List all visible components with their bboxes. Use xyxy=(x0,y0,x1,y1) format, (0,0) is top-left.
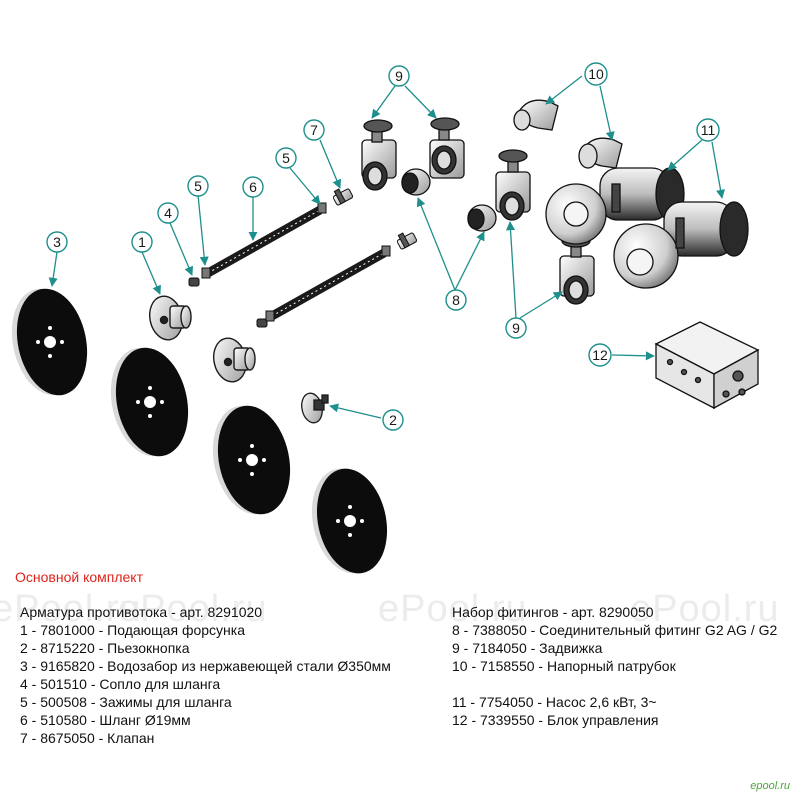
callout-11-label: 11 xyxy=(701,122,716,138)
watermark-4: ePool.ru xyxy=(630,588,780,630)
left-item-6: 6 - 510580 - Шланг Ø19мм xyxy=(20,712,191,728)
piezo-button xyxy=(301,392,329,424)
left-item-1: 1 - 7801000 - Подающая форсунка xyxy=(20,622,245,638)
pressure-elbow-1 xyxy=(513,99,559,131)
callout-12: 12 xyxy=(588,343,612,367)
nozzle-flange-2 xyxy=(212,337,256,383)
callout-9-top: 9 xyxy=(388,65,410,87)
callout-3-label: 3 xyxy=(53,234,61,250)
left-group-title: Арматура противотока - арт. 8291020 xyxy=(20,604,263,620)
callout-7: 7 xyxy=(303,119,325,141)
right-item-9: 9 - 7184050 - Задвижка xyxy=(452,640,603,656)
gate-valve-2 xyxy=(429,117,465,179)
callout-6-label: 6 xyxy=(249,179,257,195)
watermark-2: ePool.ru xyxy=(118,588,268,630)
section-heading: Основной комплект xyxy=(15,569,143,585)
callout-10-label: 10 xyxy=(588,66,604,82)
hose-upper xyxy=(201,202,327,279)
callout-4: 4 xyxy=(157,202,179,224)
watermark-3: ePool.ru xyxy=(378,588,528,630)
callout-3: 3 xyxy=(46,231,68,253)
suction-disc-2 xyxy=(110,347,189,457)
callout-1: 1 xyxy=(131,231,153,253)
fitting-1 xyxy=(401,168,431,196)
callout-9-top-label: 9 xyxy=(395,68,403,84)
callout-6: 6 xyxy=(242,176,264,198)
pump-2 xyxy=(613,201,749,289)
right-group-title: Набор фитингов - арт. 8290050 xyxy=(452,604,654,620)
nozzle-flange-1 xyxy=(148,295,192,341)
right-item-10: 10 - 7158550 - Напорный патрубок xyxy=(452,658,676,674)
fitting-2 xyxy=(467,204,497,232)
callout-12-label: 12 xyxy=(592,347,608,363)
gate-valve-3 xyxy=(495,149,531,221)
hose-nozzle-2 xyxy=(256,318,268,328)
callout-1-label: 1 xyxy=(138,234,146,250)
suction-disc-1 xyxy=(11,288,88,396)
callout-8-label: 8 xyxy=(452,292,460,308)
left-item-5: 5 - 500508 - Зажимы для шланга xyxy=(20,694,232,710)
left-item-7: 7 - 8675050 - Клапан xyxy=(20,730,155,746)
watermark-1: ePool.ru xyxy=(0,588,142,630)
suction-disc-4 xyxy=(311,468,388,574)
right-item-8: 8 - 7388050 - Соединительный фитинг G2 A… xyxy=(452,622,778,638)
callout-5-left-label: 5 xyxy=(194,178,202,194)
left-item-3: 3 - 9165820 - Водозабор из нержавеющей с… xyxy=(20,658,391,674)
pressure-elbow-2 xyxy=(578,137,623,169)
callout-leaders xyxy=(48,75,726,419)
callout-7-label: 7 xyxy=(310,122,318,138)
gate-valve-4 xyxy=(559,234,595,305)
valve-1 xyxy=(332,188,354,206)
callout-11: 11 xyxy=(696,118,720,142)
callout-2: 2 xyxy=(382,409,404,431)
right-item-11: 11 - 7754050 - Насос 2,6 кВт, 3~ xyxy=(452,694,657,710)
suction-disc-3 xyxy=(212,405,291,515)
callout-8: 8 xyxy=(445,289,467,311)
gate-valve-1 xyxy=(361,119,397,191)
left-item-2: 2 - 8715220 - Пьезокнопка xyxy=(20,640,190,656)
callout-5-right: 5 xyxy=(275,147,297,169)
left-item-4: 4 - 501510 - Сопло для шланга xyxy=(20,676,221,692)
right-item-12: 12 - 7339550 - Блок управления xyxy=(452,712,659,728)
callout-5-left: 5 xyxy=(187,175,209,197)
callout-4-label: 4 xyxy=(164,205,172,221)
callout-9-bottom-label: 9 xyxy=(512,320,520,336)
hose-nozzle-1 xyxy=(188,277,200,287)
corner-watermark: epool.ru xyxy=(750,780,790,792)
hose-lower xyxy=(265,245,391,322)
callout-10: 10 xyxy=(584,62,608,86)
callout-2-label: 2 xyxy=(389,412,397,428)
callout-5-right-label: 5 xyxy=(282,150,290,166)
callout-9-bottom: 9 xyxy=(505,317,527,339)
control-unit xyxy=(654,321,760,410)
valve-2 xyxy=(396,232,418,250)
